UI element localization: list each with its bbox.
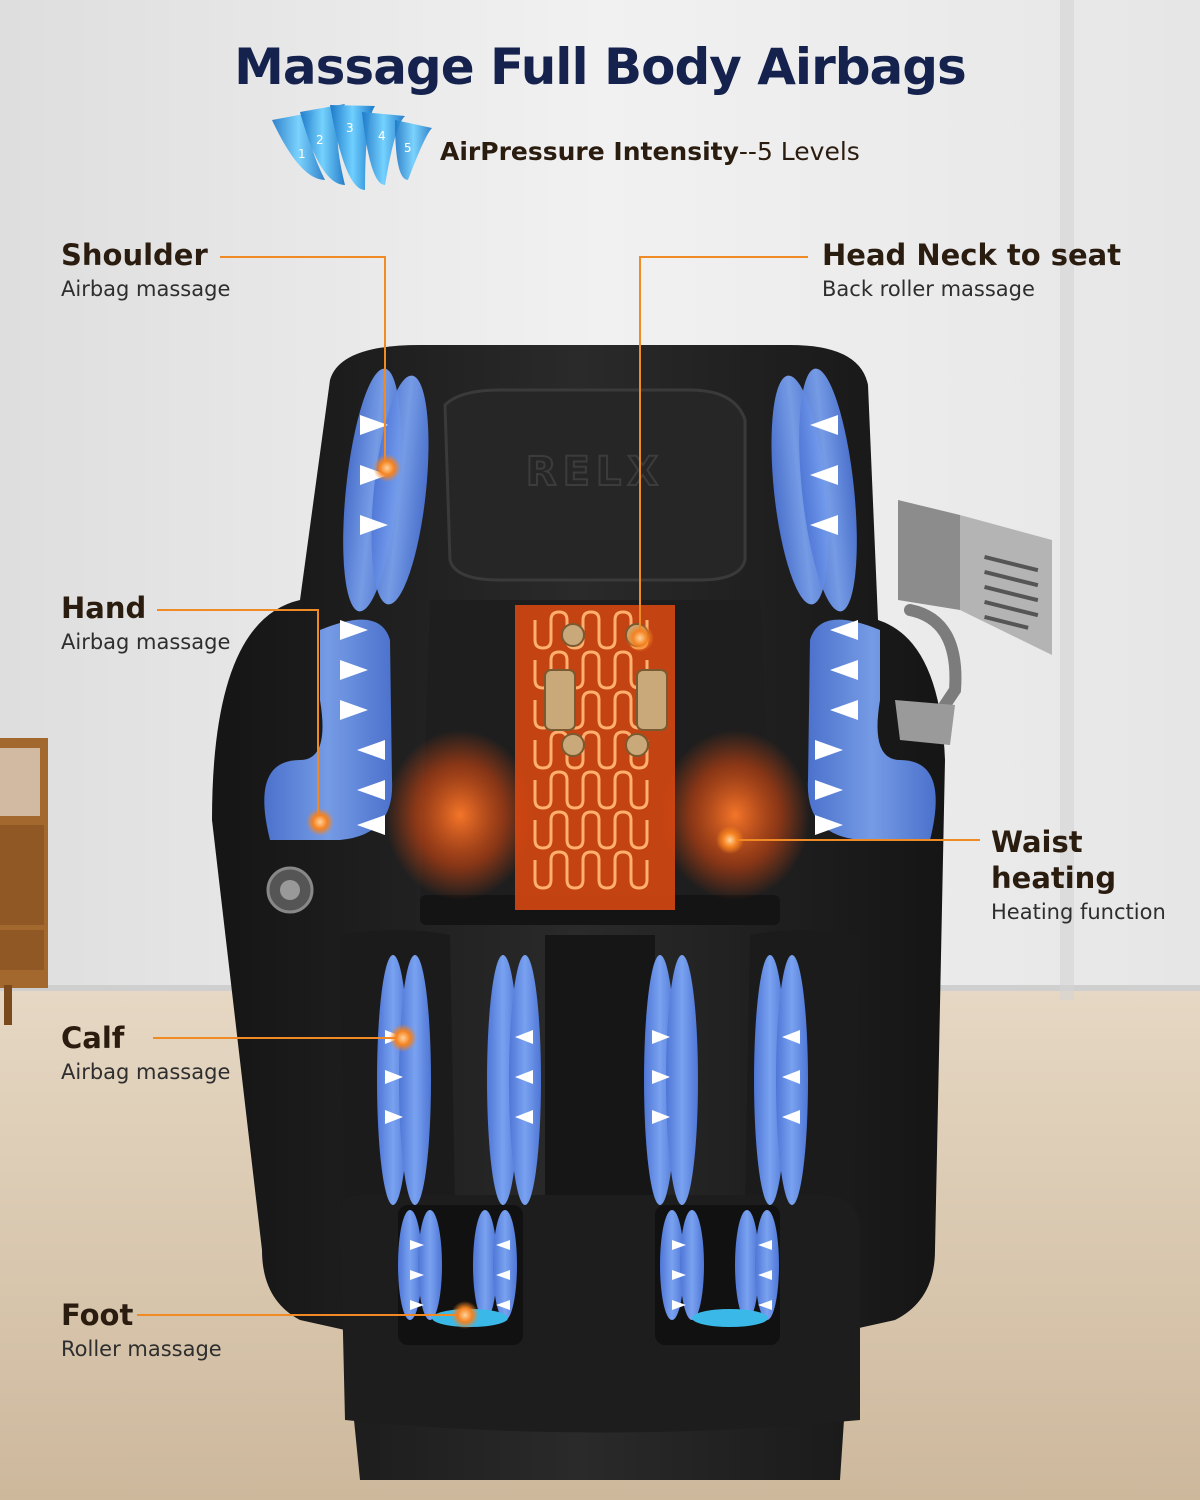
level-number-5: 5 bbox=[404, 141, 412, 155]
chair-logo: RELX bbox=[526, 449, 664, 495]
level-number-2: 2 bbox=[316, 133, 324, 147]
intensity-value: --5 Levels bbox=[738, 137, 860, 166]
head-neck-dot bbox=[626, 624, 654, 652]
side-cabinet bbox=[0, 738, 48, 1025]
level-number-1: 1 bbox=[298, 147, 306, 161]
foot-airbags bbox=[398, 1210, 779, 1327]
waist-subtitle: Heating function bbox=[991, 900, 1166, 924]
shoulder-airbags bbox=[343, 368, 857, 612]
foot-subtitle: Roller massage bbox=[61, 1337, 222, 1361]
foot-dot bbox=[451, 1301, 479, 1329]
page-title: Massage Full Body Airbags bbox=[234, 38, 967, 96]
air-pressure-wave-icon: 1 2 3 4 5 bbox=[272, 104, 432, 190]
hand-subtitle: Airbag massage bbox=[61, 630, 231, 654]
waist-title-line1: Waist bbox=[991, 825, 1083, 859]
shoulder-dot bbox=[373, 454, 401, 482]
shoulder-subtitle: Airbag massage bbox=[61, 277, 231, 301]
intensity-caption: AirPressure Intensity--5 Levels bbox=[440, 137, 860, 166]
calf-dot bbox=[389, 1024, 417, 1052]
head-neck-subtitle: Back roller massage bbox=[822, 277, 1035, 301]
intensity-label: AirPressure Intensity bbox=[440, 137, 739, 166]
waist-heat-right bbox=[660, 730, 810, 900]
waist-dot bbox=[716, 826, 744, 854]
foot-title: Foot bbox=[61, 1298, 134, 1332]
wall-panel-line bbox=[1060, 0, 1074, 1000]
shoulder-callout-line bbox=[220, 256, 386, 465]
remote-control-tablet bbox=[895, 500, 1052, 745]
level-number-3: 3 bbox=[346, 121, 354, 135]
calf-subtitle: Airbag massage bbox=[61, 1060, 231, 1084]
level-number-4: 4 bbox=[378, 129, 386, 143]
waist-heat-left bbox=[385, 730, 535, 900]
head-neck-callout-line bbox=[639, 256, 808, 640]
hand-airbags bbox=[264, 619, 936, 840]
hand-dot bbox=[306, 808, 334, 836]
head-neck-title: Head Neck to seat bbox=[822, 238, 1122, 272]
calf-title: Calf bbox=[61, 1021, 125, 1055]
shoulder-title: Shoulder bbox=[61, 238, 208, 272]
back-heating-panel bbox=[515, 605, 675, 910]
callout-lines bbox=[137, 256, 980, 1316]
airbag-arrows bbox=[340, 415, 858, 1310]
hand-title: Hand bbox=[61, 591, 147, 625]
callout-dots bbox=[306, 454, 744, 1329]
hand-callout-line bbox=[157, 609, 319, 820]
waist-title-line2: heating bbox=[991, 861, 1117, 895]
